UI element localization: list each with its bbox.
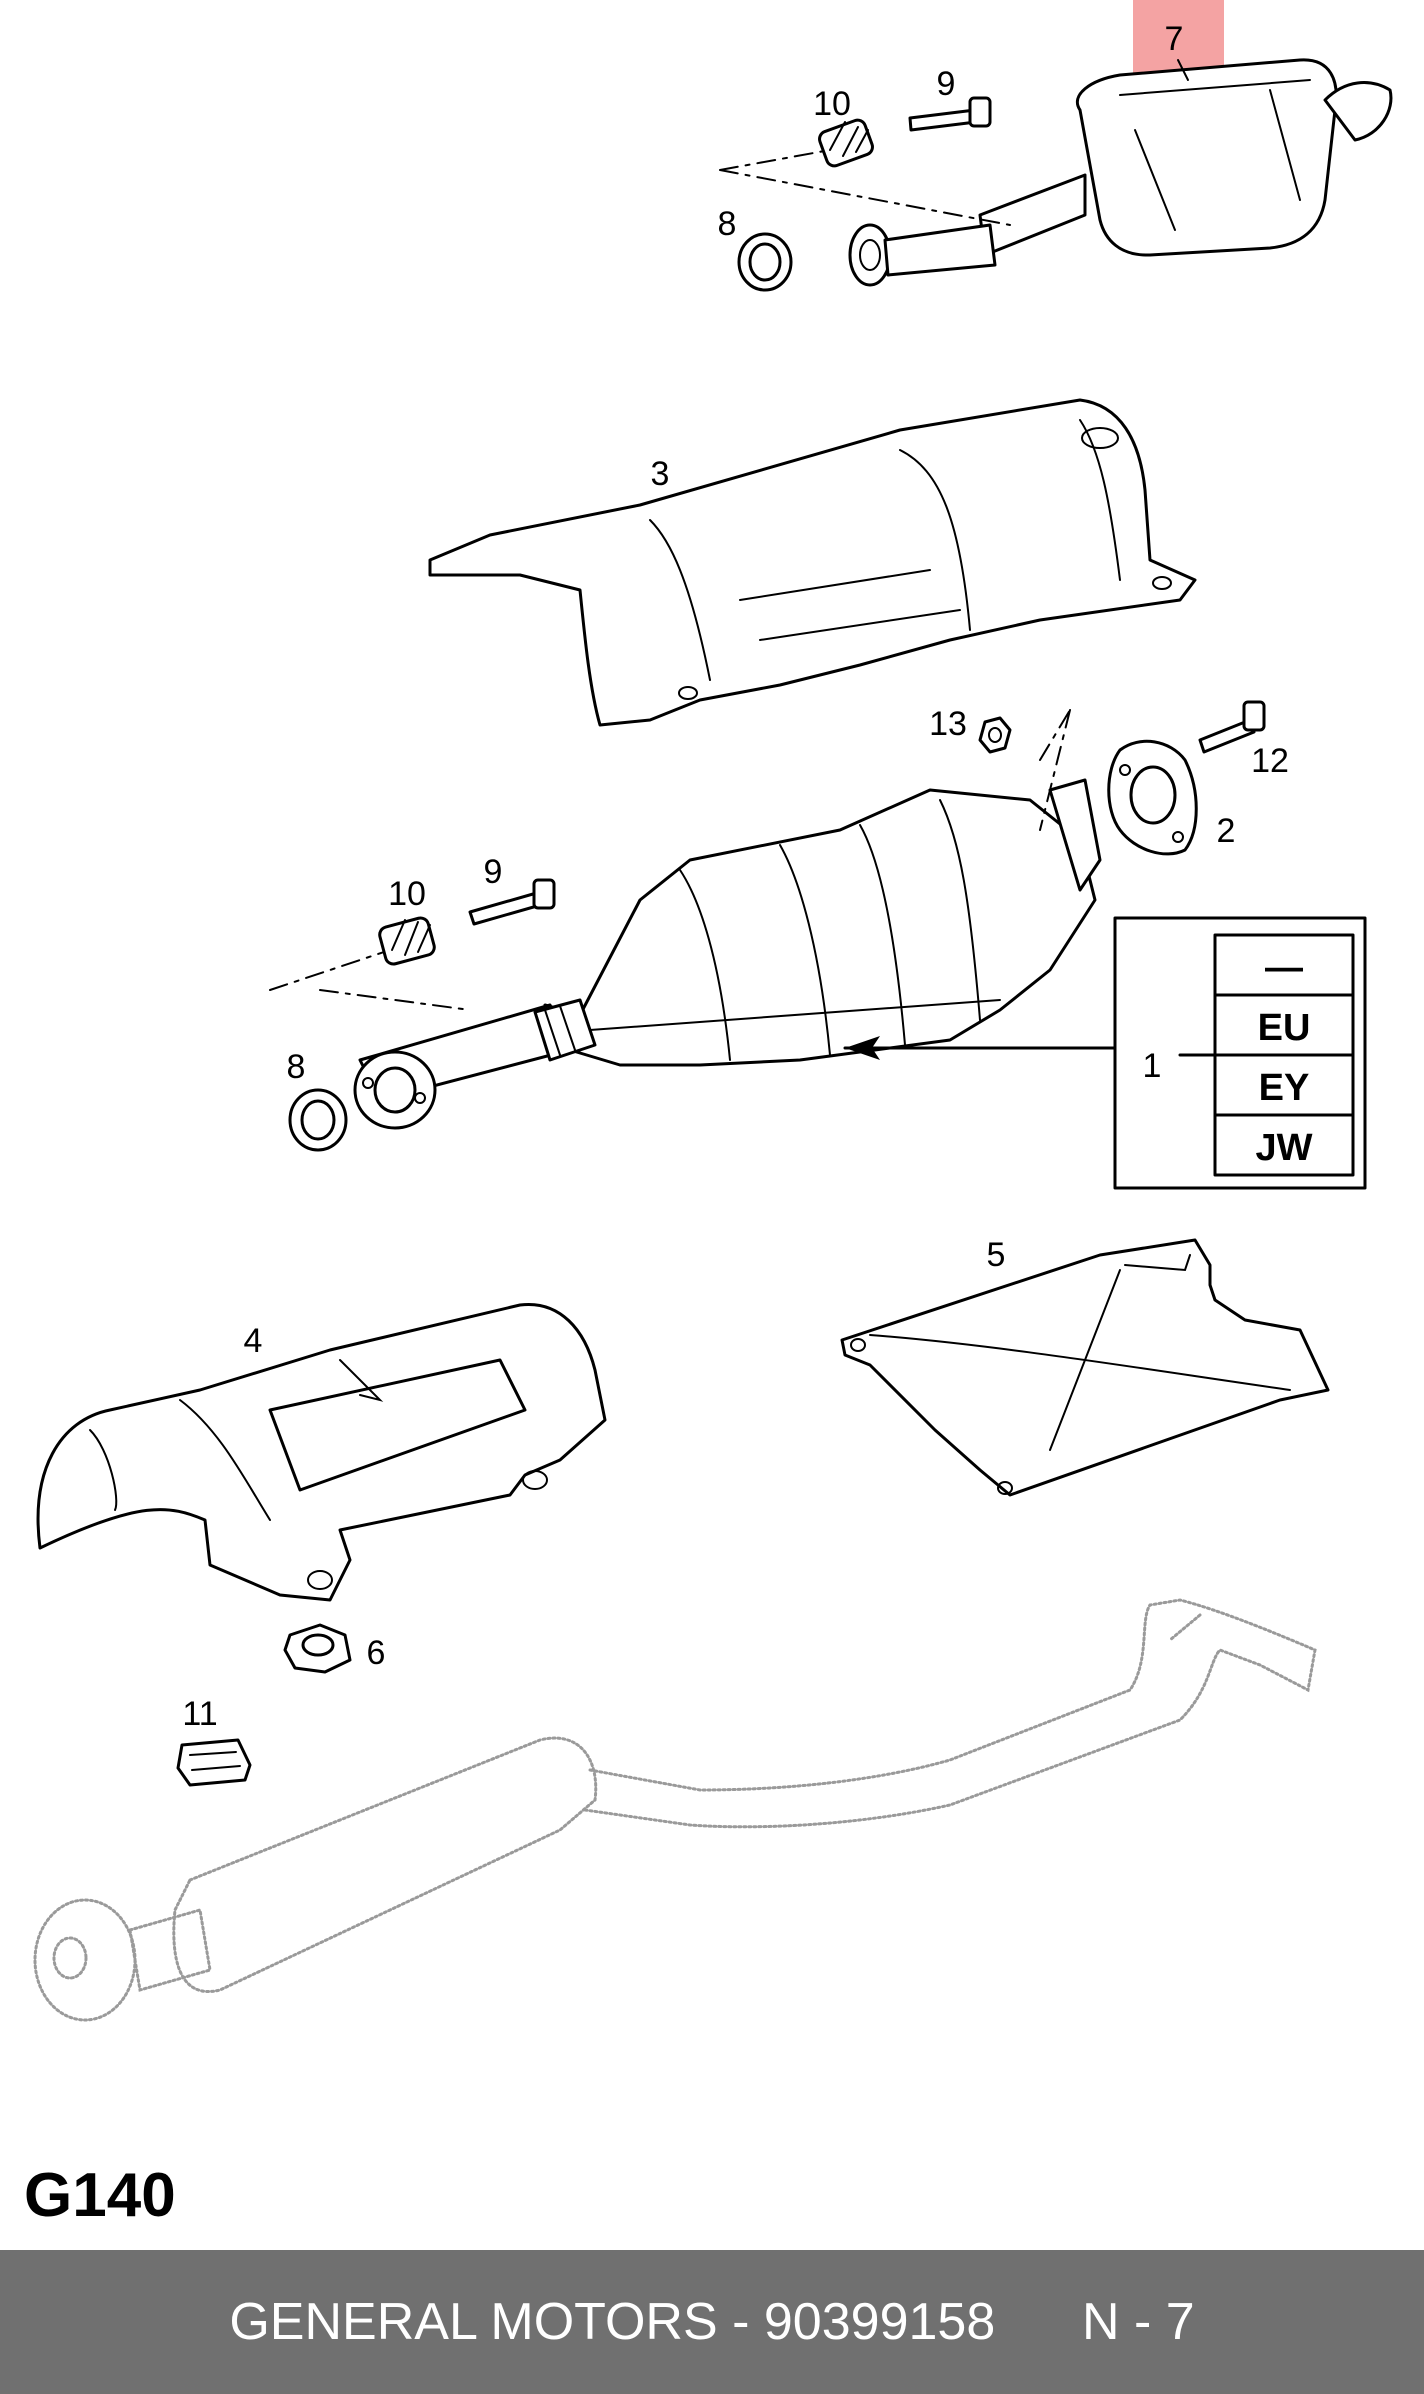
- callout-10-middle: 10: [388, 875, 426, 913]
- part-10-spring-middle[interactable]: [378, 916, 436, 966]
- part-4-heat-shield[interactable]: [36, 1302, 607, 1602]
- callout-8-top: 8: [718, 205, 737, 243]
- assembly-line-middle: [269, 709, 1071, 1011]
- callout-3: 3: [651, 455, 670, 493]
- variant-code-1: —: [1265, 947, 1303, 989]
- callout-6: 6: [367, 1634, 386, 1672]
- footer-bar: GENERAL MOTORS - 90399158 N - 7: [0, 2250, 1424, 2394]
- exhaust-parts-diagram: — EU EY JW 7: [33, 0, 1393, 2022]
- part-8-seal-top[interactable]: [737, 232, 793, 292]
- footer-page-ref: N - 7: [1081, 2293, 1195, 2351]
- exhaust-system-reference: [33, 1598, 1317, 2022]
- part-5-shield-plate[interactable]: [840, 1238, 1330, 1497]
- footer-part-number: 90399158: [763, 2293, 996, 2351]
- part-11-clip[interactable]: [176, 1738, 252, 1787]
- assembly-line-top: [719, 149, 1011, 226]
- variant-table: — EU EY JW: [843, 916, 1367, 1190]
- variant-code-2: EU: [1258, 1007, 1311, 1049]
- part-12-bolt[interactable]: [1198, 700, 1266, 754]
- part-10-spring-top[interactable]: [817, 118, 874, 168]
- callout-7-leader: [1177, 59, 1189, 81]
- part-7-muffler[interactable]: [848, 58, 1393, 287]
- callout-4: 4: [244, 1322, 263, 1360]
- footer-brand: GENERAL MOTORS: [229, 2293, 718, 2351]
- part-9-bolt-top[interactable]: [908, 96, 992, 132]
- variant-code-4: JW: [1256, 1127, 1313, 1169]
- callout-12: 12: [1251, 742, 1289, 780]
- footer-gap: [995, 2293, 1082, 2351]
- part-6-nut[interactable]: [283, 1623, 352, 1674]
- part-1-catalytic-converter[interactable]: [353, 778, 1102, 1130]
- part-2-gasket[interactable]: [1107, 739, 1198, 856]
- callout-1: 1: [1143, 1047, 1162, 1085]
- footer-text: GENERAL MOTORS - 90399158 N - 7: [229, 2292, 1194, 2352]
- callout-8-middle: 8: [287, 1048, 306, 1086]
- group-code: G140: [24, 2161, 176, 2230]
- part-9-bolt-middle[interactable]: [468, 878, 556, 926]
- callout-10-top: 10: [813, 85, 851, 123]
- callout-9-top: 9: [937, 65, 956, 103]
- callout-7: 7: [1165, 20, 1184, 58]
- variant-code-3: EY: [1259, 1067, 1310, 1109]
- callout-9-middle: 9: [484, 853, 503, 891]
- part-3-heat-shield[interactable]: [428, 398, 1197, 727]
- footer-separator: -: [717, 2293, 764, 2351]
- part-13-nut[interactable]: [978, 716, 1012, 754]
- callout-11: 11: [182, 1695, 217, 1733]
- callout-5: 5: [987, 1236, 1006, 1274]
- part-8-seal-middle[interactable]: [288, 1088, 348, 1152]
- callout-2: 2: [1217, 812, 1236, 850]
- callout-13: 13: [929, 705, 967, 743]
